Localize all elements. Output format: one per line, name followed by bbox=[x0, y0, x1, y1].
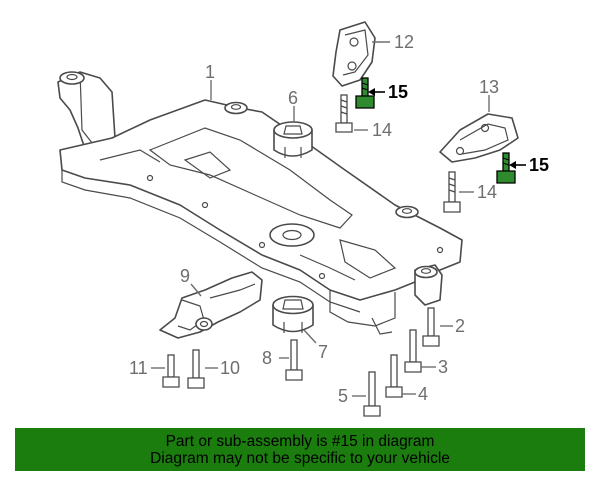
subframe-crossmember[interactable] bbox=[57, 71, 463, 335]
rear-mount-bracket[interactable] bbox=[159, 271, 263, 339]
callout-10: 10 bbox=[220, 358, 240, 378]
parts-diagram: 1 6 12 13 14 14 15 15 2 3 4 5 7 8 9 10 1… bbox=[57, 21, 549, 417]
callout-6: 6 bbox=[288, 88, 298, 108]
bolt-10[interactable] bbox=[187, 349, 205, 389]
callout-14-upper: 14 bbox=[372, 120, 392, 140]
callout-8: 8 bbox=[262, 348, 272, 368]
bolt-4[interactable] bbox=[385, 354, 403, 398]
banner-line-1: Part or sub-assembly is #15 in diagram bbox=[165, 432, 435, 450]
upper-mount-bracket-front[interactable] bbox=[332, 21, 376, 87]
bolt-2[interactable] bbox=[422, 307, 440, 347]
callout-15-rear: 15 bbox=[529, 155, 549, 175]
bolt-14-upper[interactable] bbox=[335, 94, 353, 133]
callout-1: 1 bbox=[205, 62, 215, 82]
callout-12: 12 bbox=[394, 32, 414, 52]
bolt-14-lower[interactable] bbox=[443, 171, 461, 213]
callout-11: 11 bbox=[129, 358, 148, 378]
banner-line-2: Diagram may not be specific to your vehi… bbox=[150, 449, 450, 467]
bolt-5[interactable] bbox=[363, 371, 381, 417]
info-banner: Part or sub-assembly is #15 in diagram D… bbox=[15, 428, 585, 471]
callout-4: 4 bbox=[418, 384, 428, 404]
callout-13: 13 bbox=[479, 77, 499, 97]
mount-bushing-upper[interactable] bbox=[273, 121, 313, 158]
bolt-3[interactable] bbox=[404, 329, 422, 373]
callout-9: 9 bbox=[180, 266, 190, 286]
upper-mount-bracket-rear[interactable] bbox=[439, 113, 519, 163]
bolt-15-rear-highlighted[interactable] bbox=[496, 152, 516, 184]
callout-7: 7 bbox=[318, 342, 328, 362]
callout-2: 2 bbox=[455, 316, 465, 336]
bolt-11[interactable] bbox=[162, 354, 180, 388]
callout-3: 3 bbox=[438, 357, 448, 377]
bolt-15-front-highlighted[interactable] bbox=[355, 77, 375, 109]
leader-lines bbox=[151, 41, 526, 397]
callout-15-front: 15 bbox=[388, 82, 408, 102]
callout-5: 5 bbox=[338, 386, 348, 406]
callout-14-lower: 14 bbox=[477, 182, 497, 202]
bolt-8[interactable] bbox=[285, 339, 303, 381]
mount-bushing-lower[interactable] bbox=[272, 295, 314, 334]
